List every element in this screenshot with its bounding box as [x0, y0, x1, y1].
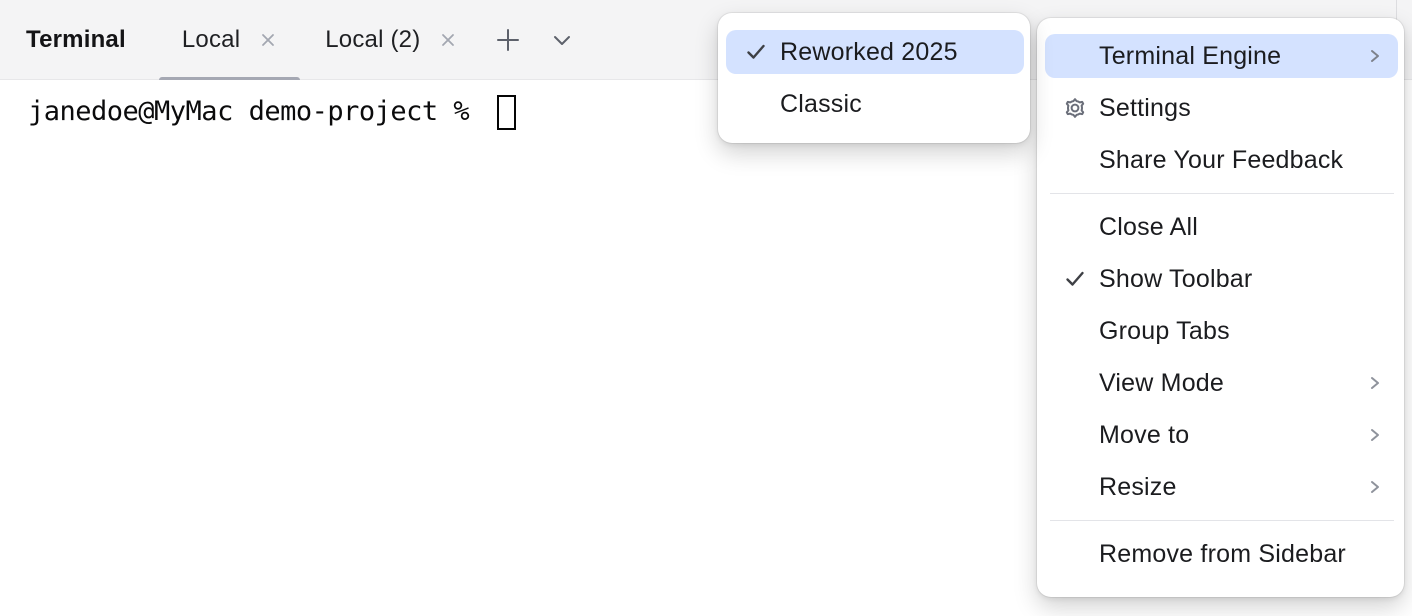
chevron-right-icon — [1366, 426, 1384, 444]
checkmark-icon — [742, 38, 770, 66]
menu-item-label: Remove from Sidebar — [1099, 539, 1346, 568]
gear-icon — [1061, 94, 1089, 122]
tab-options-button[interactable] — [547, 0, 577, 80]
menu-separator — [1050, 520, 1394, 521]
menu-item-show-toolbar[interactable]: Show Toolbar — [1045, 253, 1398, 305]
menu-separator — [1050, 193, 1394, 194]
terminal-engine-submenu: Reworked 2025 Classic — [718, 13, 1030, 143]
menu-item-label: View Mode — [1099, 368, 1225, 397]
menu-item-label: Move to — [1099, 420, 1190, 449]
tab-label: Local (2) — [325, 25, 421, 53]
tab-label: Local — [181, 25, 241, 53]
active-tab-underline — [158, 76, 301, 83]
menu-item-label: Share Your Feedback — [1099, 145, 1344, 174]
chevron-right-icon — [1366, 47, 1384, 65]
chevron-down-icon — [554, 35, 571, 45]
menu-item-label: Resize — [1099, 472, 1177, 501]
close-icon[interactable] — [437, 29, 459, 51]
chevron-right-icon — [1366, 478, 1384, 496]
shell-prompt-line: janedoe@MyMac demo-project % — [28, 93, 516, 131]
submenu-item-reworked-2025[interactable]: Reworked 2025 — [726, 30, 1024, 74]
submenu-item-label: Classic — [780, 89, 862, 118]
close-icon[interactable] — [257, 29, 279, 51]
menu-item-terminal-engine[interactable]: Terminal Engine — [1045, 34, 1398, 78]
menu-item-label: Group Tabs — [1099, 316, 1230, 345]
menu-item-label: Show Toolbar — [1099, 264, 1253, 293]
menu-item-label: Close All — [1099, 212, 1199, 241]
menu-item-settings[interactable]: Settings — [1045, 82, 1398, 134]
tool-window-title: Terminal — [26, 25, 126, 53]
menu-item-move-to[interactable]: Move to — [1045, 409, 1398, 461]
menu-item-resize[interactable]: Resize — [1045, 461, 1398, 513]
menu-item-label: Terminal Engine — [1099, 41, 1282, 70]
chevron-right-icon — [1366, 374, 1384, 392]
terminal-context-menu: Terminal Engine Settings Share Your Feed… — [1037, 18, 1404, 597]
menu-item-group-tabs[interactable]: Group Tabs — [1045, 305, 1398, 357]
menu-item-view-mode[interactable]: View Mode — [1045, 357, 1398, 409]
menu-item-close-all[interactable]: Close All — [1045, 201, 1398, 253]
tab-local-2[interactable]: Local (2) — [325, 0, 475, 80]
menu-item-label: Settings — [1099, 93, 1191, 122]
menu-item-remove-from-sidebar[interactable]: Remove from Sidebar — [1045, 528, 1398, 580]
checkmark-icon — [1061, 265, 1089, 293]
submenu-item-label: Reworked 2025 — [780, 37, 958, 66]
plus-icon — [497, 28, 520, 51]
new-tab-button[interactable] — [490, 0, 526, 80]
tab-local[interactable]: Local — [158, 0, 301, 83]
menu-item-share-feedback[interactable]: Share Your Feedback — [1045, 134, 1398, 186]
submenu-item-classic[interactable]: Classic — [726, 78, 1024, 130]
shell-prompt-text: janedoe@MyMac demo-project % — [28, 96, 485, 127]
terminal-cursor — [496, 94, 516, 130]
